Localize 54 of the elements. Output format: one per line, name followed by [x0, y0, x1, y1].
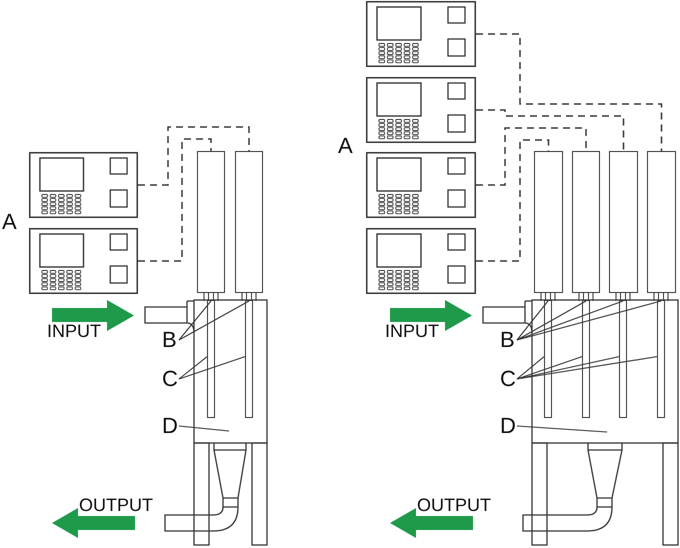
upright-column: [572, 151, 600, 293]
nozzle-fitting: [578, 293, 594, 301]
callout-letter: A: [338, 135, 353, 157]
filter-bag: [544, 300, 552, 418]
dashed-line: [138, 126, 250, 186]
controller-drawing: [29, 152, 138, 218]
dashed-line: [476, 139, 550, 262]
dashed-line: [476, 127, 587, 186]
dashed-line: [476, 109, 624, 151]
controller-drawing: [29, 228, 138, 294]
flow-label: INPUT: [385, 322, 439, 340]
controller-drawing: [366, 228, 476, 294]
leader-line: [516, 356, 658, 380]
filter-bag: [207, 300, 215, 418]
leader-line: [178, 356, 246, 380]
nozzle-fitting: [203, 293, 219, 301]
callout-letter: C: [162, 368, 179, 390]
controller-drawing: [366, 1, 476, 67]
nozzle-fitting: [615, 293, 631, 301]
upright-column: [609, 151, 638, 293]
leader-line: [516, 425, 608, 433]
callout-letter: B: [162, 329, 179, 351]
filter-bag: [245, 300, 253, 418]
nozzle-fitting: [241, 293, 257, 301]
nozzle-fitting: [540, 293, 556, 301]
leader-line: [516, 300, 662, 341]
leader-line: [178, 425, 230, 432]
upright-column: [647, 151, 676, 293]
controller-drawing: [366, 77, 476, 143]
leader-line: [516, 356, 544, 380]
upright-column: [197, 151, 225, 293]
filter-bag: [582, 300, 590, 418]
flow-label: OUTPUT: [79, 496, 153, 514]
filter-bag: [619, 300, 627, 418]
leader-line: [516, 300, 586, 340]
upright-column: [534, 151, 563, 293]
leader-line: [178, 356, 208, 380]
callout-letter: D: [162, 415, 179, 437]
filter-bag: [657, 300, 665, 418]
leader-line: [516, 300, 548, 340]
controller-drawing: [366, 152, 476, 218]
leader-line: [178, 300, 212, 340]
dashed-line: [138, 138, 212, 262]
callout-letter: A: [2, 211, 17, 233]
nozzle-fitting: [653, 293, 669, 301]
callout-letter: D: [500, 415, 517, 437]
flow-label: INPUT: [47, 322, 101, 340]
callout-letter: C: [500, 368, 517, 390]
upright-column: [235, 151, 263, 293]
leader-line: [516, 356, 582, 380]
callout-letter: B: [500, 329, 517, 351]
dashed-line: [476, 33, 662, 151]
flow-label: OUTPUT: [417, 496, 491, 514]
leader-line: [516, 300, 624, 341]
